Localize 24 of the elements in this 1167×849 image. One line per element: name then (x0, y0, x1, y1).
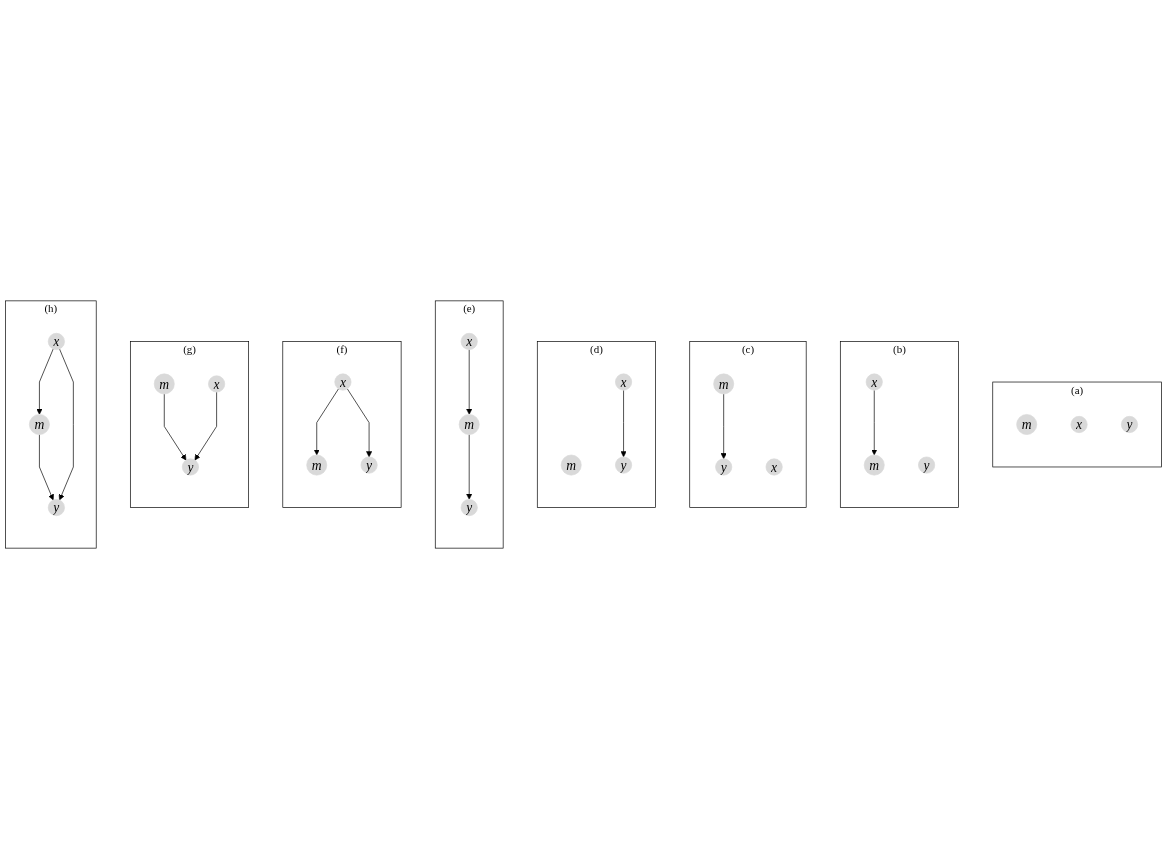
node-circle: m (863, 454, 885, 476)
node-circle: x (1070, 416, 1088, 433)
node-circle: y (918, 456, 936, 474)
node-circle: y (47, 499, 65, 517)
node-circle: x (865, 373, 883, 391)
node-circle: y (715, 458, 733, 476)
node-circle: m (29, 414, 50, 435)
node-circle: m (713, 373, 735, 395)
node-circle: m (1016, 414, 1038, 435)
node-circle: m (458, 414, 480, 435)
node-circle: x (615, 373, 633, 391)
node-circle: x (460, 332, 478, 350)
node-circle: y (615, 456, 633, 474)
node-circle: m (153, 373, 175, 395)
node-circle: x (208, 375, 226, 393)
node-circle: y (360, 456, 378, 474)
node-circle: m (560, 454, 582, 476)
node-circle: x (334, 373, 352, 391)
node-circle: y (460, 499, 478, 517)
node-circle: x (765, 458, 783, 476)
node-circle: y (1121, 416, 1138, 433)
node-circle: x (47, 332, 65, 350)
node-circle: m (306, 454, 328, 476)
node-circle: y (181, 458, 199, 476)
